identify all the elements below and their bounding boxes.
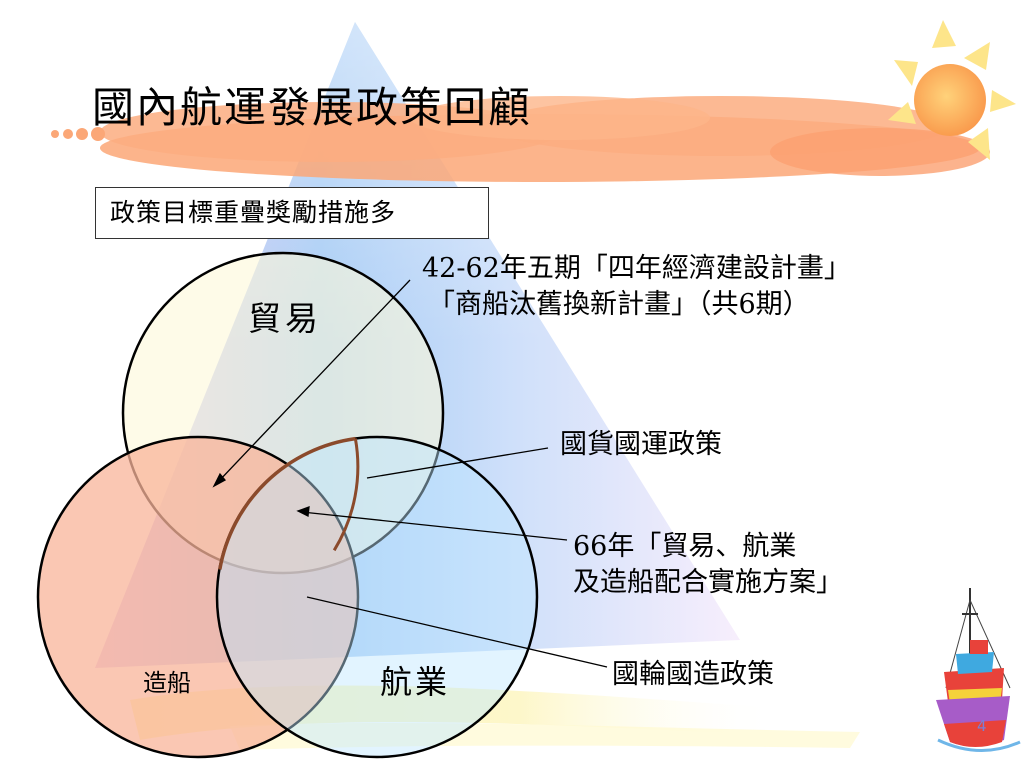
venn-label-shipbuilding: 造船 (143, 669, 191, 697)
annotation-joint-program-line1: 66年「貿易、航業 (573, 531, 797, 562)
annotation-economic-plan: 42-62年五期「四年經濟建設計畫」 「商船汰舊換新計畫」（共6期） (422, 251, 851, 323)
leader-line-2 (366, 447, 549, 479)
leader-line-4 (306, 596, 608, 668)
leader-line-3 (301, 511, 568, 541)
venn-circle-shipbuilding (36, 435, 360, 759)
venn-circle-shipping (215, 435, 539, 759)
cloud-icon (51, 96, 990, 182)
page-number: 4 (977, 717, 987, 735)
leader-line-1 (217, 279, 411, 483)
annotation-economic-plan-line2: 「商船汰舊換新計畫」（共6期） (428, 289, 810, 320)
annotation-national-cargo-policy: 國貨國運政策 (560, 429, 722, 460)
annotation-joint-program: 66年「貿易、航業 及造船配合實施方案」 (573, 529, 843, 601)
slide-title: 國內航運發展政策回顧 (92, 83, 533, 132)
annotation-national-ship-policy: 國輪國造政策 (612, 659, 774, 690)
annotation-joint-program-line2: 及造船配合實施方案」 (573, 567, 843, 598)
venn-label-trade: 貿易 (248, 299, 322, 338)
annotation-leaders (212, 279, 608, 668)
annotation-economic-plan-line1: 42-62年五期「四年經濟建設計畫」 (422, 253, 851, 284)
sun-icon (888, 20, 1016, 160)
venn-label-shipping: 航業 (380, 663, 451, 701)
arrowhead-3 (296, 506, 310, 517)
ship-icon (936, 588, 1021, 752)
policy-summary-box: 政策目標重疊獎勵措施多 (95, 187, 489, 239)
arrowhead-1 (212, 472, 227, 488)
